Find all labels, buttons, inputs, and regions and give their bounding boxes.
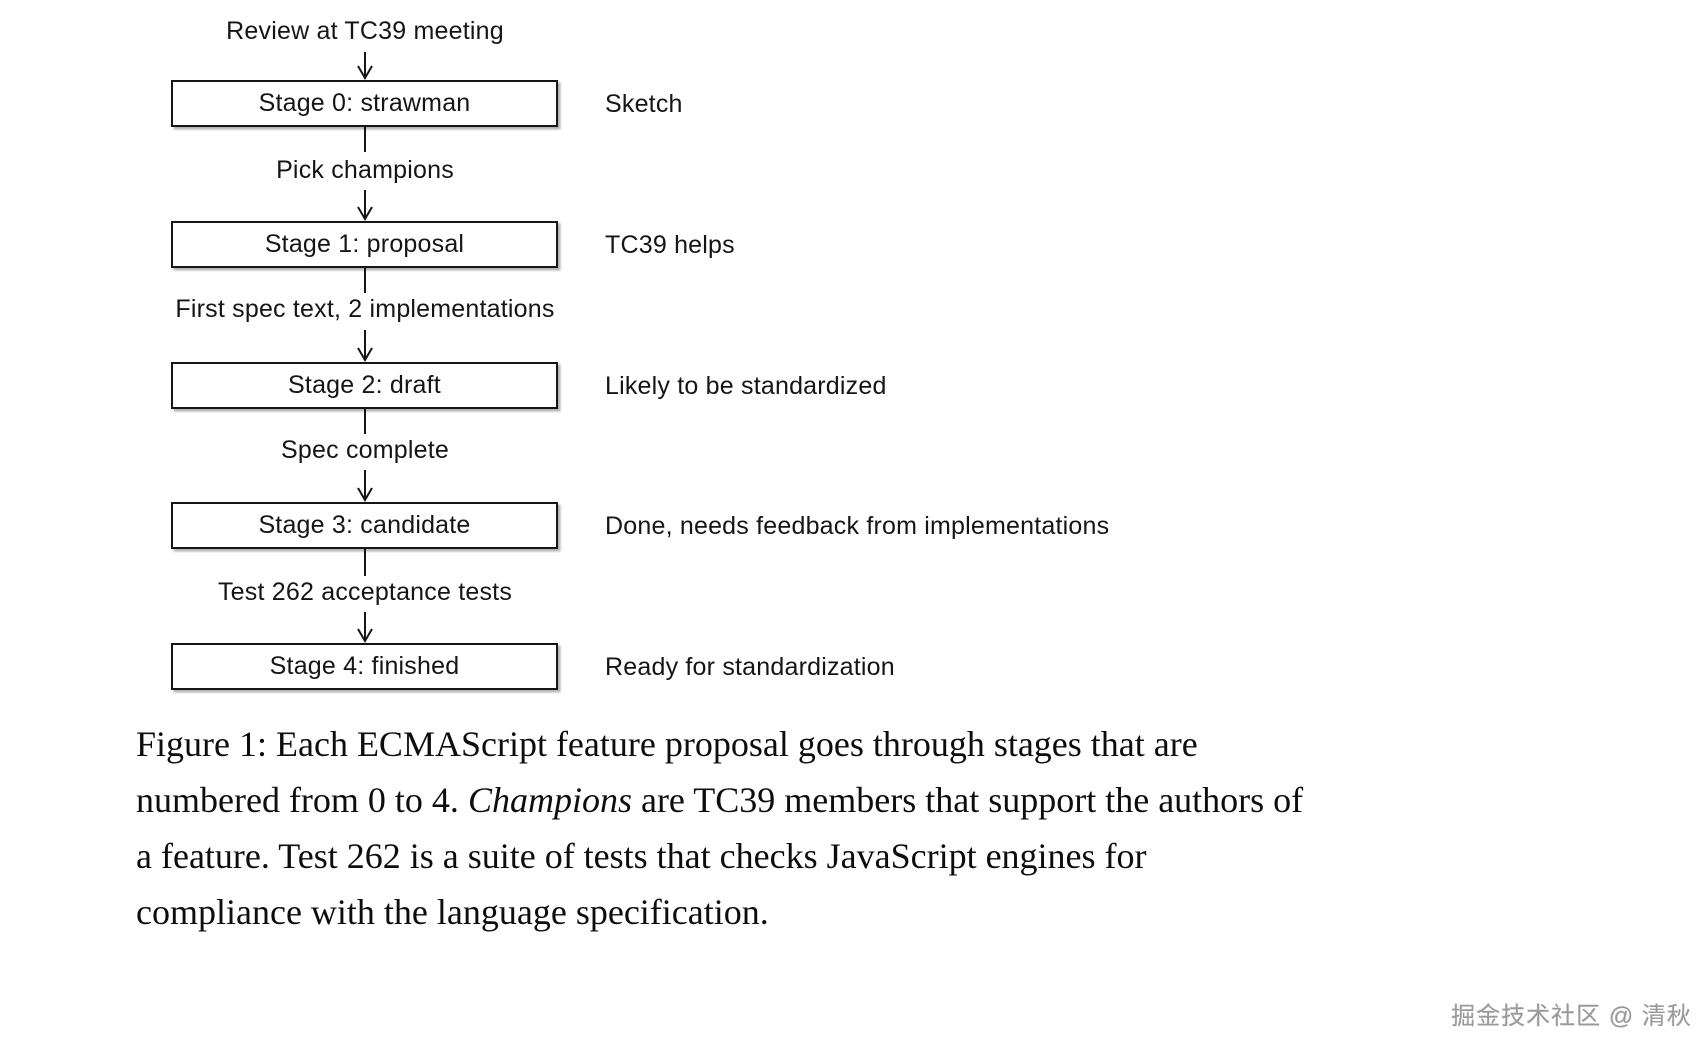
- stage-box-0-label: Stage 0: strawman: [258, 89, 471, 117]
- side-label-ready-standardization: Ready for standardization: [605, 653, 895, 681]
- arrow-head: [357, 628, 373, 643]
- stage-box-3-label: Stage 3: candidate: [258, 511, 471, 539]
- stage-box-2: Stage 2: draft: [171, 362, 558, 409]
- transition-label-test-262: Test 262 acceptance tests: [217, 578, 513, 606]
- caption-champions-italic: Champions: [467, 780, 632, 820]
- transition-label-pick-champions: Pick champions: [276, 156, 454, 184]
- stage-box-4: Stage 4: finished: [171, 643, 558, 690]
- caption-line-1: Figure 1: Each ECMAScript feature propos…: [136, 724, 1198, 764]
- stage-box-0: Stage 0: strawman: [171, 80, 558, 127]
- arrow-head: [357, 347, 373, 362]
- caption-line-2: numbered from 0 to 4. Champions are TC39…: [136, 780, 1304, 820]
- arrow-head: [357, 206, 373, 221]
- stage-box-1: Stage 1: proposal: [171, 221, 558, 268]
- stage-box-1-label: Stage 1: proposal: [264, 230, 465, 258]
- side-label-needs-feedback: Done, needs feedback from implementation…: [605, 512, 1110, 540]
- caption-line-3: a feature. Test 262 is a suite of tests …: [136, 836, 1147, 876]
- side-label-likely-standardized: Likely to be standardized: [605, 372, 887, 400]
- side-label-tc39-helps: TC39 helps: [605, 231, 735, 259]
- caption-line-4: compliance with the language specificati…: [136, 892, 769, 932]
- figure-caption: Figure 1: Each ECMAScript feature propos…: [136, 716, 1536, 940]
- side-label-sketch: Sketch: [605, 90, 683, 118]
- transition-label-review: Review at TC39 meeting: [226, 17, 504, 45]
- transition-label-spec-complete: Spec complete: [281, 436, 449, 464]
- transition-label-first-spec-text: First spec text, 2 implementations: [175, 295, 555, 323]
- stage-box-3: Stage 3: candidate: [171, 502, 558, 549]
- juejin-watermark: 掘金技术社区 @ 清秋: [1451, 1003, 1692, 1030]
- stage-box-2-label: Stage 2: draft: [288, 371, 441, 399]
- arrow-head: [357, 65, 373, 80]
- stage-box-4-label: Stage 4: finished: [269, 652, 460, 680]
- arrow-head: [357, 487, 373, 502]
